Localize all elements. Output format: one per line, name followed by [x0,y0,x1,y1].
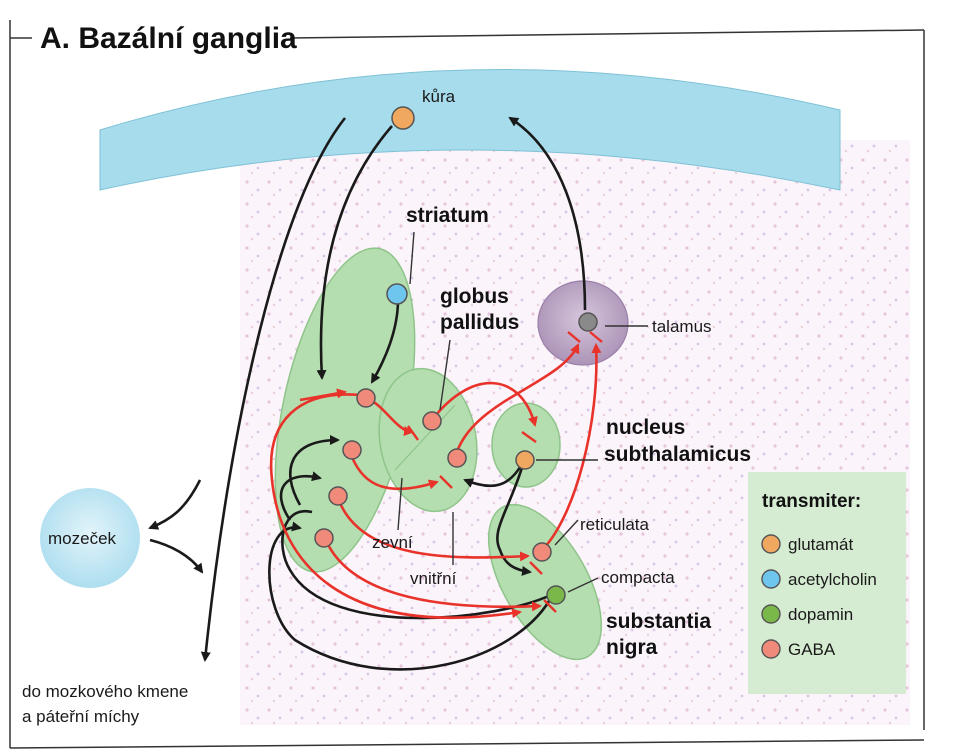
neuron-globus-external [422,411,442,431]
cerebellum-body [40,488,140,588]
pallidus-divider [394,404,456,471]
legend-swatch [761,639,781,659]
excitatory-pathways [148,116,587,671]
label-reticulata: reticulata [580,515,650,534]
inhibitory-pathways [269,343,602,619]
legend-swatch [761,604,781,624]
neuron-cortex-glutamate [391,106,415,130]
legend-title: transmiter: [762,491,861,512]
label-substantia-line2: nigra [606,636,658,659]
substantia-nigra-body [487,503,603,661]
label-vnitrni: vnitřní [410,569,457,588]
label-mozecek: mozeček [48,529,117,548]
label-compacta: compacta [601,568,675,587]
globus-pallidus-body [378,367,478,513]
leader-lines [397,231,648,593]
label-nucleus-line1: nucleus [606,416,685,439]
neuron-nigra-reticulata [532,542,552,562]
label-globus-line1: globus [440,285,509,308]
inhibitory-synapse-marks [407,331,603,613]
label-descend-line1: do mozkového kmene [22,682,188,701]
label-nucleus-line2: subthalamicus [604,443,751,466]
neuron-striatum-gaba-1 [356,388,376,408]
label-kura: kůra [422,87,456,106]
neuron-thalamus [578,312,598,332]
legend-swatch [761,569,781,589]
label-descend-line2: a páteřní míchy [22,707,140,726]
neuron-striatum-gaba-2 [342,440,362,460]
legend-swatch [761,534,781,554]
label-talamus: talamus [652,317,712,336]
label-striatum: striatum [406,204,489,227]
label-substantia-line1: substantia [606,610,711,633]
frame [9,20,925,749]
legend-label: acetylcholin [788,570,877,589]
legend-label: glutamát [788,535,853,554]
legend-label: GABA [788,640,836,659]
cortex-band [99,69,841,191]
legend-label: dopamin [788,605,853,624]
neuron-subthalamic-glutamate [515,450,535,470]
nucleus-subthalamicus-body [491,402,561,488]
neuron-globus-internal [447,448,467,468]
label-zevni: zevní [372,533,413,552]
diagram-title: A. Bazální ganglia [40,22,297,55]
label-globus-line2: pallidus [440,311,519,334]
neuron-striatum-gaba-4 [314,528,334,548]
legend: transmiter: glutamát acetylcholin dopaminG… [748,472,906,694]
neuron-striatum-acetylcholine [386,283,408,305]
neuron-striatum-gaba-3 [328,486,348,506]
neurons [314,106,598,605]
neuron-nigra-compacta [546,585,566,605]
